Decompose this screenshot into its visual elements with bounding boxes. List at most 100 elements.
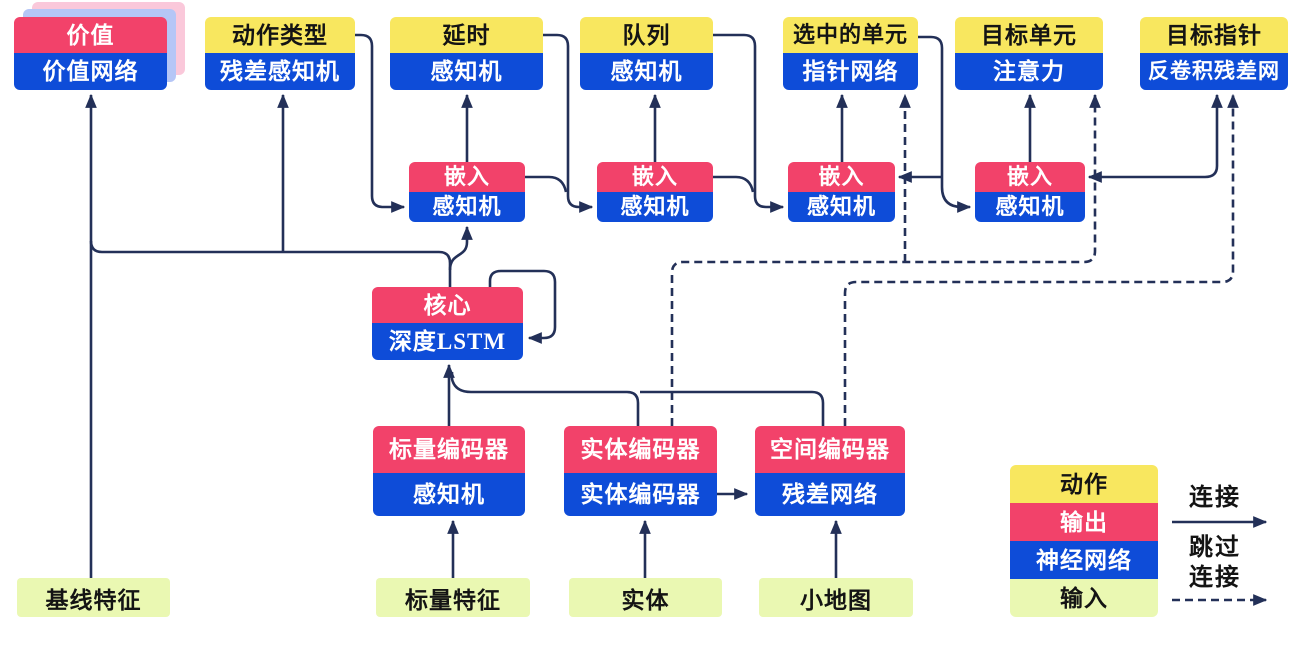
node-value-bottom-label: 价值网络 [42, 59, 139, 84]
legend-output-swatch: 输出 [1010, 503, 1158, 541]
node-embed3-top-label: 嵌入 [818, 164, 865, 189]
node-target-unit-top-label: 目标单元 [981, 22, 1077, 48]
node-delay-bottom-label: 感知机 [430, 59, 503, 84]
node-scalar-encoder-network-band: 感知机 [373, 473, 525, 516]
node-embed2-output-band: 嵌入 [597, 162, 713, 192]
node-embed1-top-label: 嵌入 [443, 164, 490, 189]
skip-spatial-to-deconv [843, 93, 1239, 426]
node-embed3-network-band: 感知机 [788, 192, 895, 222]
node-target-point-top-label: 目标指针 [1166, 22, 1262, 48]
input-scalar-label: 标量特征 [405, 587, 501, 613]
legend-input-swatch: 输入 [1010, 579, 1158, 617]
node-core: 核心 深度LSTM [372, 287, 523, 360]
node-scalar-encoder: 标量编码器 感知机 [373, 426, 525, 516]
node-spatial-encoder: 空间编码器 残差网络 [755, 426, 905, 516]
node-entity-encoder-bottom-label: 实体编码器 [580, 482, 701, 507]
input-entity-label: 实体 [621, 587, 670, 613]
input-entities: 实体 [569, 578, 722, 617]
skip-entity-to-attention [670, 93, 1101, 426]
node-action-type-bottom-label: 残差感知机 [220, 59, 340, 84]
node-entity-encoder-network-band: 实体编码器 [564, 473, 717, 516]
node-selected-units-top-label: 选中的单元 [792, 22, 908, 47]
node-delay-top-label: 延时 [442, 22, 491, 48]
input-baseline-features: 基线特征 [17, 578, 170, 617]
legend-action-swatch: 动作 [1010, 465, 1158, 503]
node-embed3-output-band: 嵌入 [788, 162, 895, 192]
node-spatial-encoder-output-band: 空间编码器 [755, 426, 905, 473]
node-entity-encoder-output-band: 实体编码器 [564, 426, 717, 473]
node-action-type: 动作类型 残差感知机 [205, 17, 355, 90]
node-value-output-band: 价值 [14, 17, 167, 53]
node-target-point-action-band: 目标指针 [1140, 17, 1288, 53]
node-target-point: 目标指针 反卷积残差网 [1140, 17, 1288, 90]
node-selected-units-network-band: 指针网络 [783, 53, 918, 90]
node-target-unit: 目标单元 注意力 [955, 17, 1103, 90]
input-baseline-label: 基线特征 [45, 587, 142, 613]
input-minimap-label: 小地图 [800, 587, 872, 613]
node-action-type-top-label: 动作类型 [232, 22, 328, 48]
legend-network-swatch: 神经网络 [1010, 541, 1158, 579]
node-delay: 延时 感知机 [390, 17, 543, 90]
node-embed3-bottom-label: 感知机 [806, 194, 876, 219]
node-embed2-network-band: 感知机 [597, 192, 713, 222]
node-selected-units-bottom-label: 指针网络 [802, 59, 899, 84]
node-entity-encoder-top-label: 实体编码器 [580, 437, 701, 462]
node-embed4-bottom-label: 感知机 [995, 194, 1065, 219]
node-spatial-encoder-bottom-label: 残差网络 [782, 482, 878, 507]
node-delay-action-band: 延时 [390, 17, 543, 53]
legend-color-key: 动作 输出 神经网络 输入 [1010, 465, 1158, 617]
edge-core-to-embed1 [448, 225, 473, 271]
node-action-type-network-band: 残差感知机 [205, 53, 355, 90]
node-entity-encoder: 实体编码器 实体编码器 [564, 426, 717, 516]
node-embed1-network-band: 感知机 [409, 192, 525, 222]
node-delay-network-band: 感知机 [390, 53, 543, 90]
edge-entity-encoder-to-core [450, 372, 640, 426]
node-embed1: 嵌入 感知机 [409, 162, 525, 222]
node-embed4-network-band: 感知机 [975, 192, 1085, 222]
node-value: 价值 价值网络 [14, 17, 167, 90]
node-queue-top-label: 队列 [622, 22, 671, 48]
input-minimap: 小地图 [759, 578, 913, 617]
node-embed2: 嵌入 感知机 [597, 162, 713, 222]
node-embed2-top-label: 嵌入 [631, 164, 678, 189]
legend-network-label: 神经网络 [1036, 547, 1132, 573]
edge-core-output-left-bus [89, 240, 452, 287]
node-core-output-band: 核心 [372, 287, 523, 323]
node-embed3: 嵌入 感知机 [788, 162, 895, 222]
node-queue-action-band: 队列 [580, 17, 713, 53]
node-target-unit-network-band: 注意力 [955, 53, 1103, 90]
node-embed4-top-label: 嵌入 [1006, 164, 1053, 189]
node-spatial-encoder-top-label: 空间编码器 [770, 437, 890, 462]
input-scalar-features: 标量特征 [376, 578, 530, 617]
edge-embed2-merge [713, 175, 755, 193]
node-selected-units: 选中的单元 指针网络 [783, 17, 918, 90]
node-core-bottom-label: 深度LSTM [388, 329, 507, 354]
legend-skip-label-line2: 连接 [1189, 565, 1241, 591]
node-core-network-band: 深度LSTM [372, 323, 523, 360]
node-value-network-band: 价值网络 [14, 53, 167, 90]
node-selected-units-action-band: 选中的单元 [783, 17, 918, 53]
node-spatial-encoder-network-band: 残差网络 [755, 473, 905, 516]
node-queue-network-band: 感知机 [580, 53, 713, 90]
legend-output-label: 输出 [1060, 509, 1108, 535]
node-target-point-network-band: 反卷积残差网 [1140, 53, 1288, 90]
edge-queue-to-embed3 [713, 33, 785, 213]
edge-embed1-merge [525, 175, 568, 193]
node-embed4-output-band: 嵌入 [975, 162, 1085, 192]
node-action-type-action-band: 动作类型 [205, 17, 355, 53]
edge-embed4-deconv-link [1087, 93, 1223, 183]
legend-connection-label: 连接 [1189, 485, 1241, 511]
node-core-top-label: 核心 [423, 292, 472, 318]
node-queue-bottom-label: 感知机 [610, 59, 683, 84]
node-scalar-encoder-bottom-label: 感知机 [413, 482, 485, 507]
node-target-point-bottom-label: 反卷积残差网 [1148, 59, 1280, 83]
legend-action-label: 动作 [1060, 471, 1108, 497]
legend-input-label: 输入 [1060, 585, 1108, 611]
node-embed1-bottom-label: 感知机 [432, 194, 502, 219]
node-scalar-encoder-output-band: 标量编码器 [373, 426, 525, 473]
node-embed1-output-band: 嵌入 [409, 162, 525, 192]
node-target-unit-bottom-label: 注意力 [993, 59, 1065, 84]
legend-skip-label-line1: 跳过 [1189, 535, 1241, 561]
node-embed2-bottom-label: 感知机 [620, 194, 690, 219]
